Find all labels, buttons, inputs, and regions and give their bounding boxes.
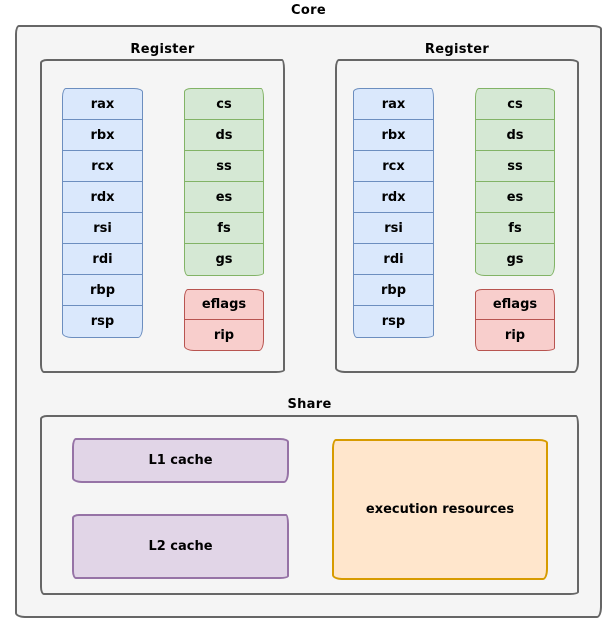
register-cell-rsp: rsp <box>381 314 406 329</box>
register-cell-es: es <box>476 182 554 213</box>
core-label: Core <box>291 3 326 18</box>
special-register-column-left: eflags rip <box>184 289 264 351</box>
register-cell-ss: ss <box>476 151 554 182</box>
share-label: Share <box>287 397 332 412</box>
register-cell-rsp: rsp <box>90 314 115 329</box>
register-cell-rbp: rbp <box>63 275 142 306</box>
register-cell-rcx: rcx <box>63 151 142 182</box>
register-cell-rdx: rdx <box>63 182 142 213</box>
register-cell-ds: ds <box>476 120 554 151</box>
register-cell-rip: rip <box>504 327 526 343</box>
register-cell-rdx: rdx <box>354 182 433 213</box>
register-cell-rsi: rsi <box>354 213 433 244</box>
register-cell-rbx: rbx <box>354 120 433 151</box>
l2-cache-box: L2 cache <box>72 514 289 579</box>
segment-register-column-right: cs ds ss es fs gs <box>475 88 555 276</box>
register-cell-rip: rip <box>213 327 235 343</box>
register-cell-ds: ds <box>185 120 263 151</box>
register-cell-rbx: rbx <box>63 120 142 151</box>
register-cell-es: es <box>185 182 263 213</box>
register-cell-rsi: rsi <box>63 213 142 244</box>
register-cell-fs: fs <box>185 213 263 244</box>
register-cell-rax: rax <box>354 89 433 120</box>
register-cell-rbp: rbp <box>354 275 433 306</box>
register-cell-eflags: eflags <box>185 290 263 320</box>
register-cell-rdi: rdi <box>354 244 433 275</box>
segment-register-column-left: cs ds ss es fs gs <box>184 88 264 276</box>
register-cell-rax: rax <box>63 89 142 120</box>
general-register-column-left: rax rbx rcx rdx rsi rdi rbp rsp <box>62 88 143 338</box>
register-cell-rdi: rdi <box>63 244 142 275</box>
execution-resources-box: execution resources <box>332 439 548 580</box>
general-register-column-right: rax rbx rcx rdx rsi rdi rbp rsp <box>353 88 434 338</box>
register-cell-gs: gs <box>215 252 233 267</box>
register-cell-cs: cs <box>476 89 554 120</box>
special-register-column-right: eflags rip <box>475 289 555 351</box>
l1-cache-box: L1 cache <box>72 438 289 483</box>
register-cell-ss: ss <box>185 151 263 182</box>
register-label-left: Register <box>130 42 195 57</box>
register-label-right: Register <box>424 42 490 57</box>
register-cell-cs: cs <box>185 89 263 120</box>
register-cell-gs: gs <box>506 252 524 267</box>
register-cell-fs: fs <box>476 213 554 244</box>
register-cell-rcx: rcx <box>354 151 433 182</box>
register-cell-eflags: eflags <box>476 290 554 320</box>
